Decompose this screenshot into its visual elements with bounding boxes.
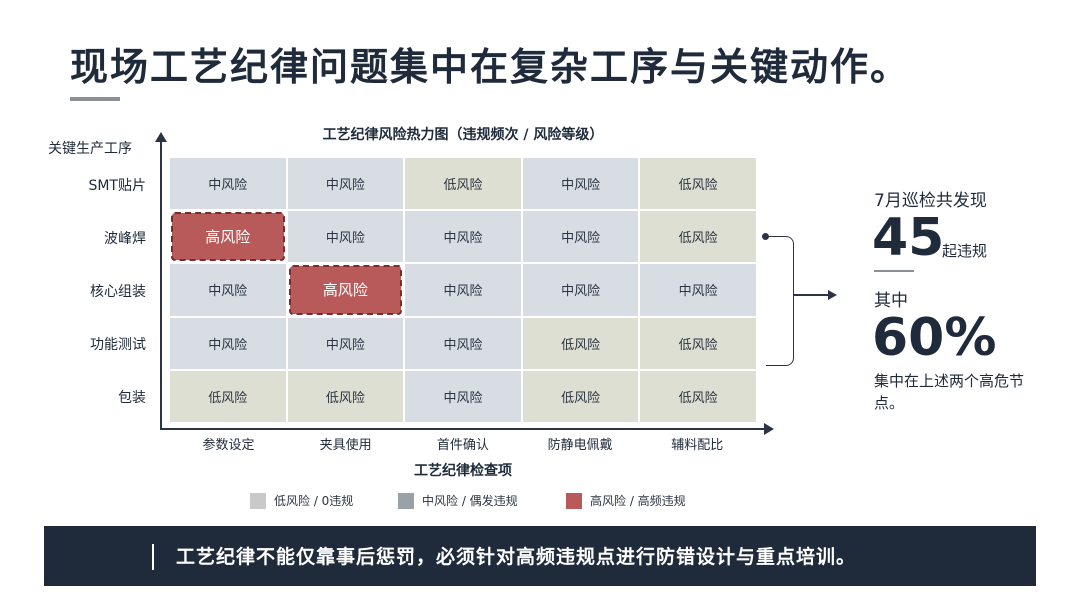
legend-swatch-mid bbox=[398, 492, 414, 509]
heat-cell: 中风险 bbox=[170, 158, 286, 210]
legend-item-mid: 中风险 / 偶发违规 bbox=[398, 492, 518, 509]
row-label: SMT贴片 bbox=[88, 178, 146, 195]
heat-cell: 中风险 bbox=[405, 264, 521, 316]
heatmap-grid: 中风险中风险低风险中风险低风险高风险中风险中风险中风险低风险中风险高风险中风险中… bbox=[170, 158, 756, 422]
heat-cell: 中风险 bbox=[522, 211, 639, 263]
x-axis-title: 工艺纪律检查项 bbox=[414, 463, 512, 479]
y-axis-line bbox=[160, 140, 162, 430]
column-label: 夹具使用 bbox=[319, 438, 372, 453]
row-label: 波峰焊 bbox=[104, 231, 146, 248]
y-axis-title: 关键生产工序 bbox=[48, 141, 132, 157]
heat-cell: 高风险 bbox=[288, 265, 403, 315]
banner-accent-bar bbox=[152, 544, 154, 570]
stat-percent: 60% bbox=[872, 308, 997, 368]
legend-item-high: 高风险 / 高频违规 bbox=[566, 492, 686, 509]
legend-label-mid: 中风险 / 偶发违规 bbox=[422, 494, 518, 508]
heat-cell: 中风险 bbox=[170, 264, 286, 316]
heat-cell: 低风险 bbox=[640, 370, 756, 422]
heat-cell: 低风险 bbox=[640, 211, 756, 263]
stat-count: 45 bbox=[872, 208, 945, 268]
row-label: 功能测试 bbox=[90, 336, 146, 353]
legend-label-high: 高风险 / 高频违规 bbox=[590, 494, 686, 508]
heat-cell: 低风险 bbox=[287, 370, 404, 422]
legend-label-low: 低风险 / 0违规 bbox=[274, 494, 354, 508]
legend-swatch-low bbox=[250, 492, 266, 509]
stat-count-unit: 起违规 bbox=[942, 242, 988, 260]
heat-cell: 低风险 bbox=[640, 317, 756, 369]
heat-cell: 中风险 bbox=[640, 264, 756, 316]
stat-divider bbox=[874, 270, 914, 272]
stat-sub: 其中 bbox=[874, 291, 908, 311]
heat-cell: 低风险 bbox=[170, 370, 286, 422]
column-label: 辅料配比 bbox=[671, 438, 724, 453]
heat-cell: 中风险 bbox=[287, 158, 404, 210]
heat-cell: 低风险 bbox=[405, 158, 521, 210]
page-title: 现场工艺纪律问题集中在复杂工序与关键动作。 bbox=[70, 45, 911, 89]
y-axis-arrow bbox=[155, 132, 167, 142]
heat-cell: 中风险 bbox=[405, 370, 521, 422]
heat-cell: 中风险 bbox=[287, 317, 404, 369]
row-label: 包装 bbox=[118, 389, 146, 406]
heat-cell: 高风险 bbox=[171, 212, 285, 262]
row-label: 核心组装 bbox=[90, 284, 146, 300]
heat-cell: 中风险 bbox=[287, 211, 404, 263]
column-label: 参数设定 bbox=[202, 438, 255, 453]
heat-cell: 低风险 bbox=[640, 158, 756, 210]
bracket-dot bbox=[762, 233, 769, 240]
bracket-arrow-icon bbox=[828, 290, 837, 300]
legend-swatch-high bbox=[566, 492, 582, 509]
column-label: 防静电佩戴 bbox=[547, 438, 613, 453]
heat-cell: 低风险 bbox=[522, 370, 639, 422]
bracket bbox=[766, 236, 794, 366]
bracket-connector bbox=[794, 294, 830, 296]
stat-note: 集中在上述两个高危节点。 bbox=[874, 372, 1025, 412]
heat-cell: 低风险 bbox=[522, 317, 639, 369]
legend-item-low: 低风险 / 0违规 bbox=[250, 492, 353, 509]
heatmap-title: 工艺纪律风险热力图（违规频次 / 风险等级） bbox=[322, 127, 604, 143]
title-underline bbox=[70, 97, 120, 101]
heat-cell: 中风险 bbox=[522, 264, 639, 316]
banner-text: 工艺纪律不能仅靠事后惩罚，必须针对高频违规点进行防错设计与重点培训。 bbox=[176, 546, 857, 568]
heat-cell: 中风险 bbox=[170, 317, 286, 369]
heat-cell: 中风险 bbox=[522, 158, 639, 210]
heat-cell: 中风险 bbox=[405, 211, 521, 263]
x-axis-line bbox=[160, 428, 766, 430]
column-label: 首件确认 bbox=[436, 438, 489, 453]
stat-intro: 7月巡检共发现 bbox=[874, 191, 987, 211]
x-axis-arrow bbox=[764, 423, 774, 435]
heat-cell: 中风险 bbox=[405, 317, 521, 369]
conclusion-banner bbox=[44, 526, 1036, 586]
